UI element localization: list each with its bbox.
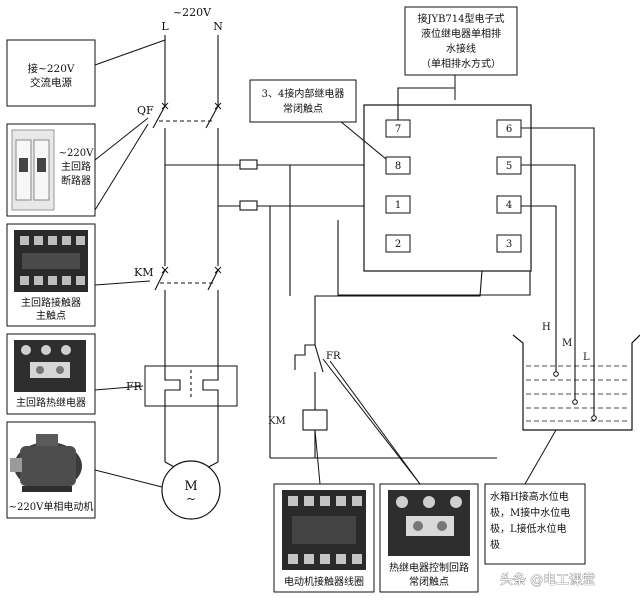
callout-relay-wiring-1: 接JYB714型电子式 (417, 12, 504, 25)
km-main-label: KM (134, 266, 153, 279)
relay-terminals-left: 7 8 1 2 (385, 119, 411, 253)
callout-tank-note-1: 水箱H接高水位电 (490, 490, 569, 503)
terminal-5: 5 (506, 161, 512, 172)
electrode-l: L (583, 352, 590, 363)
qf-label: QF (137, 104, 154, 117)
terminal-3: 3 (506, 239, 512, 250)
callout-thermal-ctrl-1: 热继电器控制回路 (389, 561, 469, 574)
relay-terminals-right: 6 5 4 3 (496, 119, 522, 253)
km-coil (302, 409, 328, 431)
thermal-ctrl-photo (388, 490, 470, 556)
fuse-1 (239, 159, 258, 170)
supply-voltage: ~220V (173, 6, 212, 19)
callout-ac-power (6, 39, 96, 107)
callout-relay-wiring-3: 水接线 (446, 42, 476, 55)
callout-motor-1: ~220V单相电动机 (9, 500, 94, 513)
line-l-label: L (161, 20, 169, 33)
callout-relay-contacts (249, 79, 357, 123)
callout-relay-wiring-4: （单相排水方式） (421, 57, 501, 70)
contactor-photo (14, 230, 88, 292)
callout-tank-note-2: 极，M接中水位电 (490, 506, 570, 519)
terminal-4: 4 (506, 200, 512, 211)
terminal-6: 6 (506, 124, 512, 135)
callout-thermal-ctrl-2: 常闭触点 (409, 575, 449, 588)
callout-coil-1: 电动机接触器线圈 (284, 575, 364, 588)
terminal-7: 7 (395, 124, 401, 135)
fr-contact-label: FR (326, 351, 341, 362)
fuse-2 (239, 200, 258, 211)
callout-breaker-2: 主回路 (61, 160, 91, 173)
callout-pointers (94, 39, 557, 488)
motor-tilde: ~ (186, 492, 196, 506)
fr-thermal-box (144, 365, 238, 407)
callout-ac-power-2: 交流电源 (30, 76, 72, 89)
electrode-wires (397, 87, 595, 416)
motor-m: M (184, 479, 197, 494)
callout-tank-note (484, 483, 586, 565)
breaker-photo (11, 129, 55, 211)
km-coil-label: KM (268, 416, 286, 427)
callout-breaker-1: ~220V (59, 148, 94, 159)
callout-relay-wiring (404, 6, 518, 76)
water-tank: H M L (512, 322, 640, 431)
motor-symbol (161, 460, 221, 520)
motor-photo (10, 434, 82, 492)
callout-ac-power-1: 接~220V (28, 62, 75, 75)
callout-contactor-main-2: 主触点 (36, 309, 66, 322)
callout-breaker-3: 断路器 (61, 174, 91, 187)
callout-contactor-main-1: 主回路接触器 (21, 296, 81, 309)
callout-thermal-relay-main-1: 主回路热继电器 (16, 396, 86, 409)
line-n-label: N (213, 20, 223, 33)
thermal-relay-photo (14, 340, 86, 392)
electrode-h: H (542, 322, 551, 333)
terminal-2: 2 (395, 239, 401, 250)
callout-relay-wiring-2: 液位继电器单相排 (421, 27, 501, 40)
coil-photo (282, 490, 366, 570)
callout-tank-note-4: 极 (490, 538, 500, 551)
terminal-8: 8 (395, 161, 401, 172)
terminal-marks (161, 102, 222, 274)
callout-relay-contacts-2: 常闭触点 (283, 102, 323, 115)
electrode-m: M (562, 338, 572, 349)
terminal-1: 1 (395, 200, 401, 211)
watermark: 头条 @电工课堂 (500, 572, 595, 588)
callout-relay-contacts-1: 3、4接内部继电器 (262, 87, 345, 100)
callout-tank-note-3: 极，L接低水位电 (490, 522, 567, 535)
